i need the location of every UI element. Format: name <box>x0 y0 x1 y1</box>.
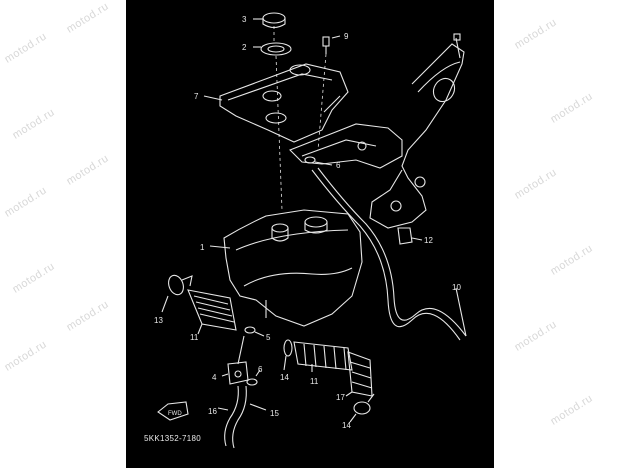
callout-8: 9 <box>344 32 349 41</box>
callout-6: 6 <box>336 161 341 170</box>
callout-3: 3 <box>242 15 247 24</box>
hose-clamp <box>349 393 375 423</box>
watermark: motod.ru <box>2 338 49 374</box>
watermark: motod.ru <box>10 260 57 296</box>
intake-boot <box>293 341 353 372</box>
overflow-hose <box>311 167 467 341</box>
watermark: motod.ru <box>64 0 111 36</box>
assembly-guide <box>273 26 327 211</box>
callout-17: 17 <box>336 393 345 402</box>
fuel-hose <box>217 385 267 449</box>
watermark: motod.ru <box>548 392 595 428</box>
hose-clamp <box>161 274 193 313</box>
watermark: motod.ru <box>64 298 111 334</box>
watermark: motod.ru <box>548 90 595 126</box>
rubber-boot <box>187 289 237 335</box>
part-code: 5KK1352-7180 <box>144 434 201 443</box>
watermark: motod.ru <box>10 106 57 142</box>
fuel-cap <box>253 12 286 29</box>
cap-gasket <box>253 42 292 56</box>
callout-10: 11 <box>190 333 199 342</box>
watermark: motod.ru <box>64 152 111 188</box>
callout-12: 12 <box>424 236 433 245</box>
o-ring <box>244 326 265 337</box>
parts-diagram: 3 2 9 7 6 12 1 10 13 11 5 4 6 14 11 17 1… <box>126 0 494 468</box>
watermark: motod.ru <box>512 318 559 354</box>
callout-6-lower: 6 <box>258 365 263 374</box>
callout-9: 10 <box>452 283 461 292</box>
watermark: motod.ru <box>2 30 49 66</box>
callout-4: 4 <box>212 373 217 382</box>
rubber-damper <box>397 227 423 245</box>
callout-14-lower: 14 <box>342 421 351 430</box>
fuel-tank <box>209 209 363 327</box>
watermark: motod.ru <box>512 16 559 52</box>
watermark: motod.ru <box>548 242 595 278</box>
callout-1: 1 <box>200 243 205 252</box>
watermark: motod.ru <box>512 166 559 202</box>
callout-14: 14 <box>280 373 289 382</box>
diagram-drawing: 3 2 9 7 6 12 1 10 13 11 5 4 6 14 11 17 1… <box>154 12 467 449</box>
callout-labels: 3 2 9 7 6 12 1 10 13 11 5 4 6 14 11 17 1… <box>154 15 461 430</box>
fuel-cock <box>221 335 249 385</box>
fwd-arrow-icon <box>157 401 189 421</box>
callout-5: 5 <box>266 333 271 342</box>
callout-11: 11 <box>310 377 319 386</box>
callout-2: 2 <box>242 43 247 52</box>
callout-7: 7 <box>194 92 199 101</box>
callout-16: 16 <box>208 407 217 416</box>
callout-13: 13 <box>154 316 163 325</box>
watermark: motod.ru <box>2 184 49 220</box>
hose-clamp <box>283 339 293 371</box>
hose-clip <box>304 156 333 166</box>
frame-rail <box>289 33 465 229</box>
bolt <box>322 35 341 54</box>
callout-15: 15 <box>270 409 279 418</box>
hose-clip-lower <box>246 369 261 386</box>
tank-bracket <box>203 63 349 143</box>
fwd-label: FWD <box>168 411 182 417</box>
